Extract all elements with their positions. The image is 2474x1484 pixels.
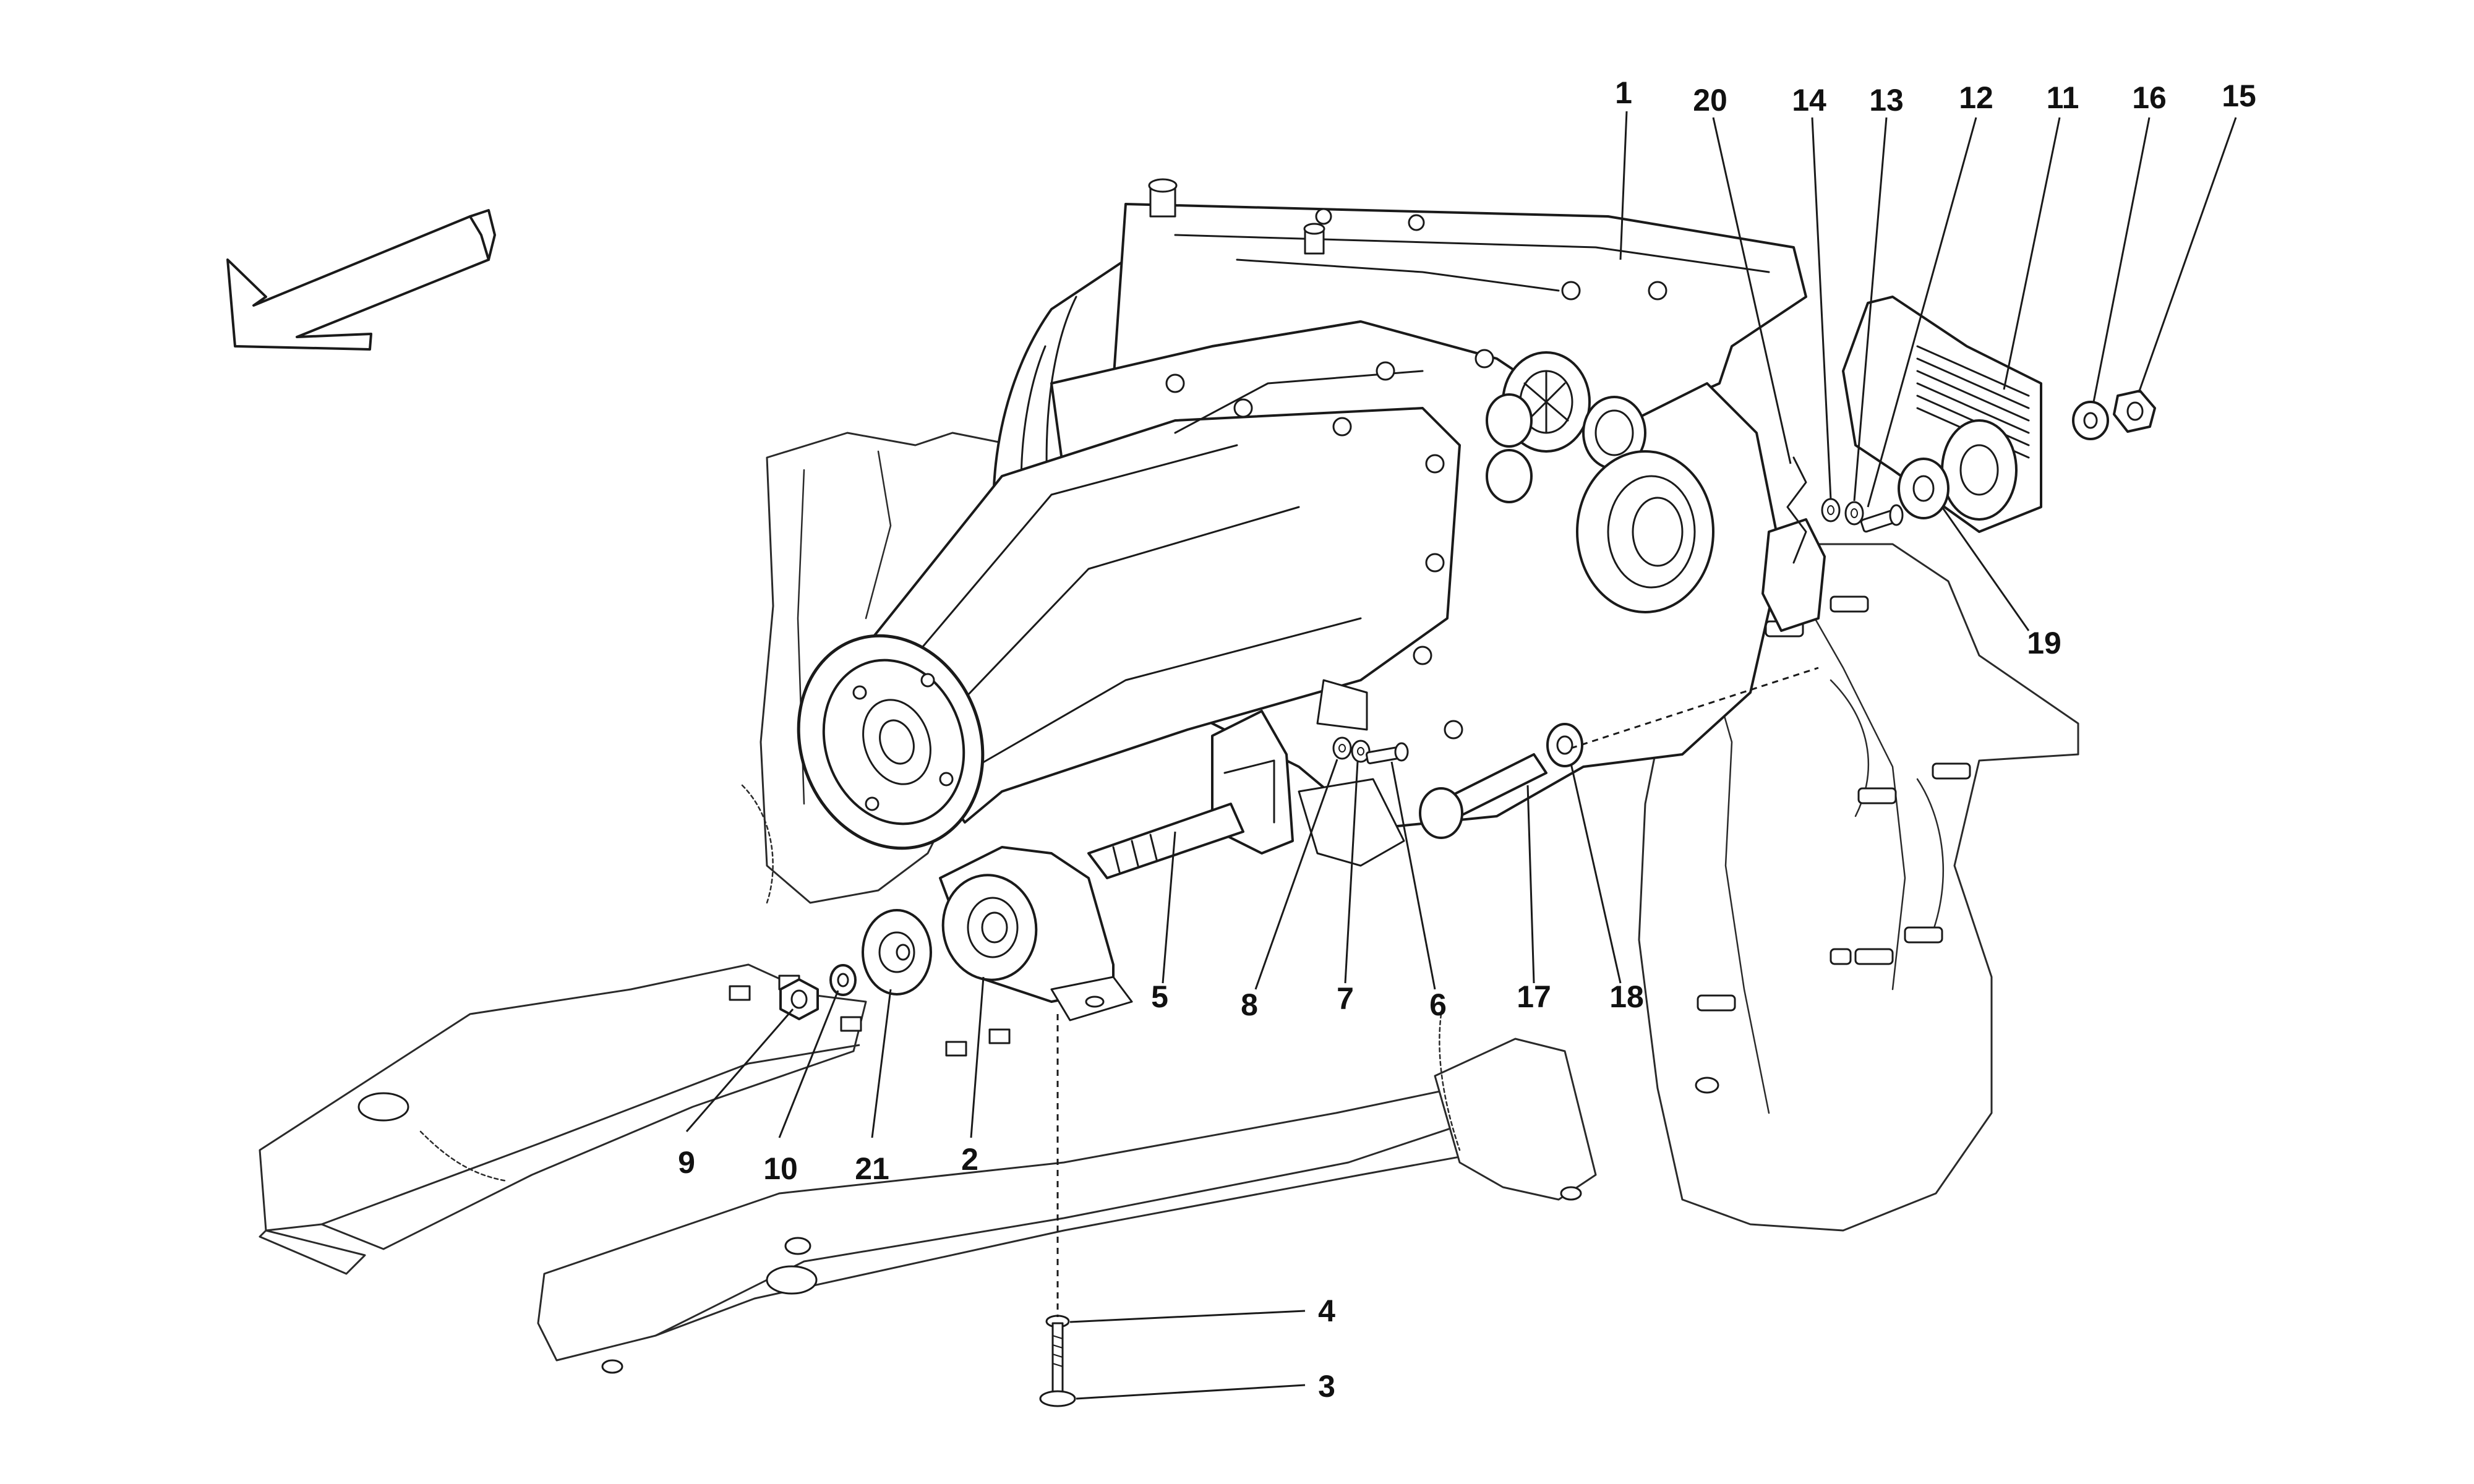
callout-20: 20 bbox=[1693, 83, 1727, 117]
frame-mounting-studs bbox=[1697, 595, 1971, 1012]
front-mount-assembly bbox=[779, 679, 1583, 1407]
direction-arrow-icon bbox=[226, 209, 496, 351]
bolt-12 bbox=[1860, 504, 1904, 533]
callout-4: 4 bbox=[1318, 1294, 1335, 1328]
callout-10: 10 bbox=[763, 1151, 798, 1186]
callout-6: 6 bbox=[1429, 987, 1447, 1022]
callout-15: 15 bbox=[2222, 79, 2256, 113]
callout-21: 21 bbox=[855, 1151, 889, 1186]
callout-3: 3 bbox=[1318, 1369, 1335, 1404]
callout-9: 9 bbox=[678, 1145, 695, 1180]
callout-12: 12 bbox=[1959, 80, 1993, 115]
callout-17: 17 bbox=[1517, 979, 1551, 1014]
rear-mount-assembly bbox=[1786, 296, 2156, 564]
callout-5: 5 bbox=[1151, 979, 1168, 1014]
callout-1: 1 bbox=[1615, 75, 1632, 110]
gearbox-housing bbox=[797, 178, 1826, 850]
callout-16: 16 bbox=[2132, 80, 2167, 115]
callout-2: 2 bbox=[961, 1142, 978, 1177]
callout-18: 18 bbox=[1609, 979, 1644, 1014]
alignment-lines bbox=[1056, 667, 1819, 1317]
callout-labels: 1 20 14 13 12 11 16 15 19 5 8 7 6 17 18 … bbox=[678, 75, 2256, 1404]
callout-8: 8 bbox=[1241, 987, 1258, 1022]
callout-14: 14 bbox=[1792, 83, 1826, 117]
callout-11: 11 bbox=[2047, 80, 2079, 115]
callout-7: 7 bbox=[1337, 981, 1354, 1016]
bolt-3 bbox=[1039, 1315, 1076, 1407]
callout-19: 19 bbox=[2027, 626, 2061, 660]
callout-13: 13 bbox=[1869, 83, 1904, 117]
callout-leaders bbox=[685, 111, 2237, 1400]
